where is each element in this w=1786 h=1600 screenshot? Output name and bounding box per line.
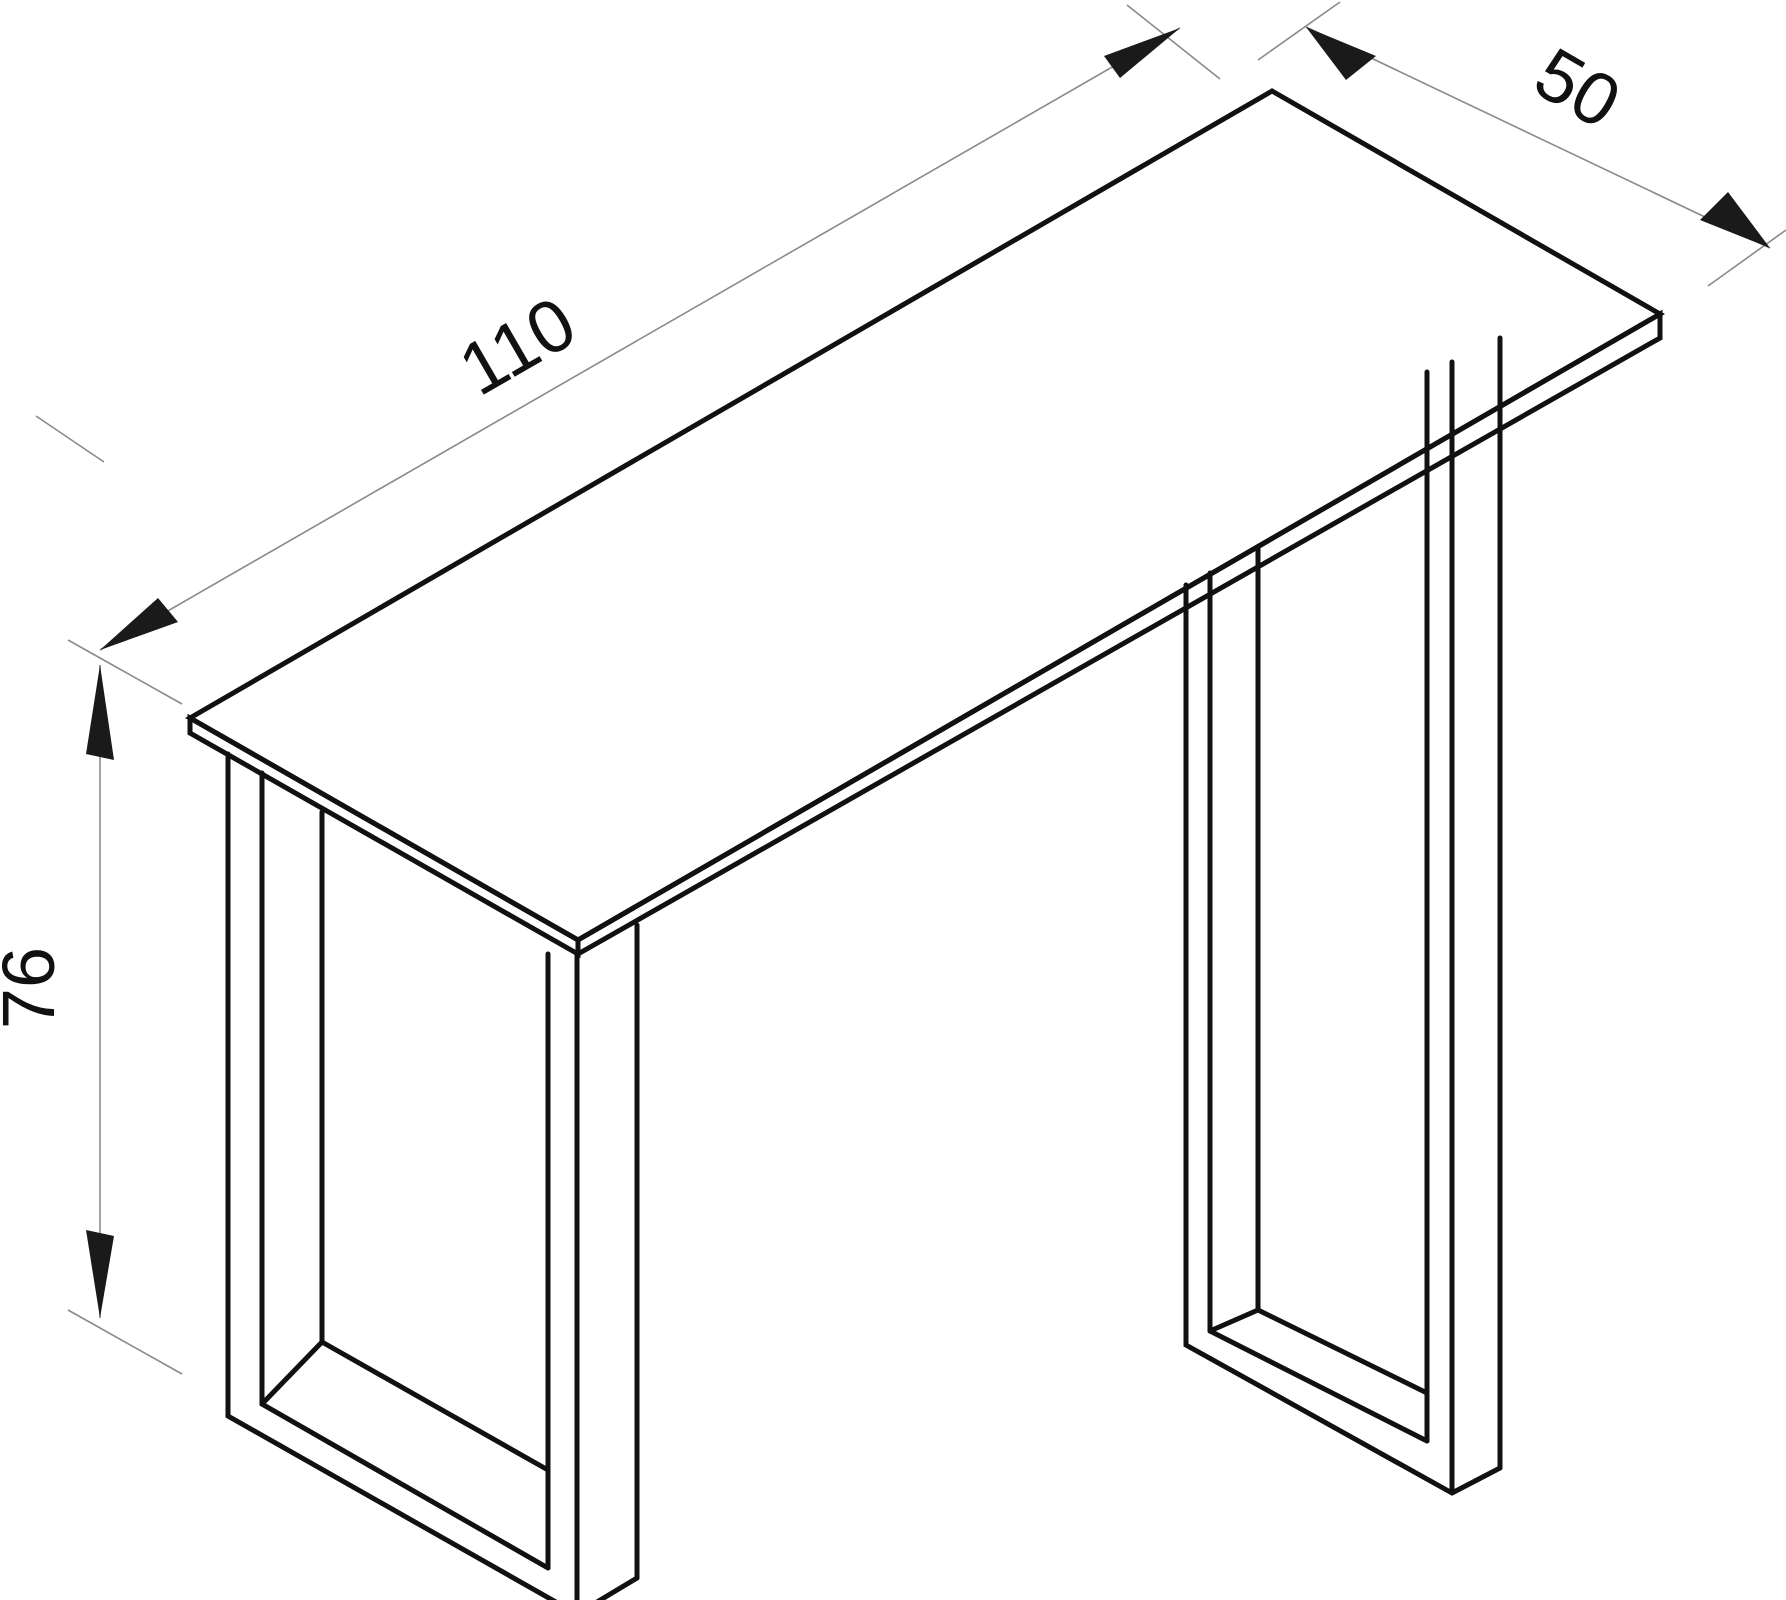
right-leg-inner-bottom	[1255, 1307, 1430, 1396]
table-top-side-edge	[575, 309, 1663, 959]
height-label: 76	[0, 947, 70, 1029]
length-arrow-left-icon	[100, 598, 178, 650]
right-leg-foot	[1449, 1465, 1503, 1496]
right-leg-inner-lower	[1207, 1328, 1430, 1444]
depth-arrow-left-icon	[1306, 27, 1376, 80]
left-leg-back-inner	[259, 809, 325, 1407]
length-extension-right	[1126, 4, 1221, 80]
height-arrow-bottom-icon	[86, 1230, 114, 1318]
left-leg-inner	[259, 770, 551, 1571]
right-leg-inner-back	[1207, 545, 1261, 1334]
table-top-front-edge	[187, 713, 581, 959]
left-leg	[225, 751, 640, 1600]
left-leg-outer	[225, 751, 558, 1600]
depth-extension-left	[1257, 1, 1341, 61]
length-extension-left	[35, 415, 105, 463]
length-dimension-line	[99, 27, 1181, 651]
left-leg-inner-bottom	[319, 1339, 551, 1473]
table-top-surface	[184, 88, 1666, 943]
length-dimension: 110	[35, 4, 1221, 651]
height-arrow-top-icon	[86, 665, 114, 760]
height-dimension: 76	[0, 639, 183, 1375]
left-leg-foot	[595, 1575, 640, 1600]
right-leg-outer	[1183, 582, 1455, 1496]
table-top	[184, 88, 1666, 959]
depth-dimension-line	[1305, 26, 1771, 249]
right-leg	[1183, 335, 1503, 1496]
depth-dimension: 50	[1257, 1, 1786, 287]
depth-arrow-right-icon	[1700, 192, 1770, 248]
depth-extension-right	[1707, 229, 1786, 287]
depth-label: 50	[1521, 31, 1634, 144]
length-label: 110	[445, 280, 589, 411]
height-extension-bottom	[67, 1309, 183, 1375]
height-extension-top	[67, 639, 183, 705]
length-arrow-right-icon	[1104, 28, 1180, 78]
